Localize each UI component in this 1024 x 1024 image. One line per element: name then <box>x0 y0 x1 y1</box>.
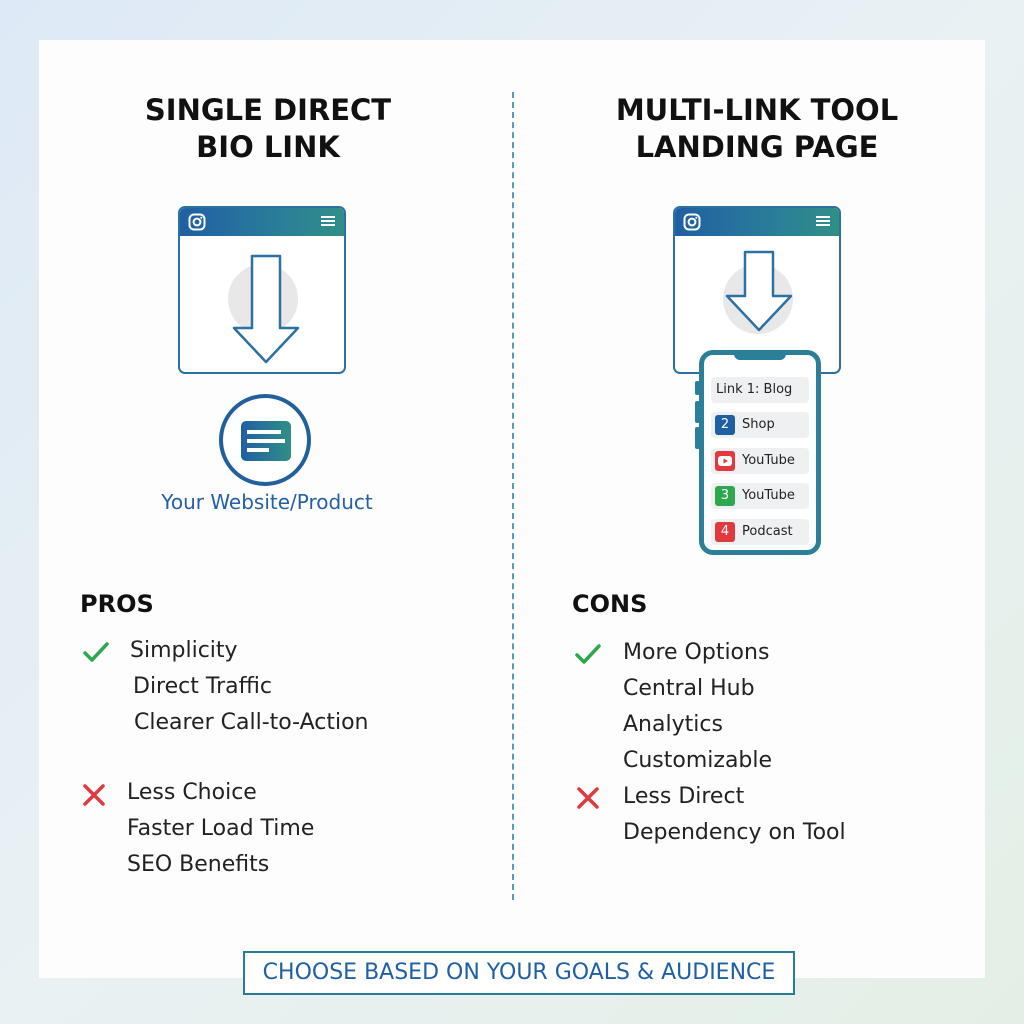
instagram-icon <box>188 213 206 231</box>
link-number-badge: 4 <box>715 522 735 542</box>
link-number-badge: 2 <box>715 415 735 435</box>
phone-side-button <box>695 427 700 449</box>
profile-header-bar <box>675 208 839 236</box>
pros-heading: PROS <box>80 590 154 618</box>
website-card-icon <box>241 421 291 461</box>
down-arrow-icon <box>725 250 793 332</box>
choose-cta-banner: CHOOSE BASED ON YOUR GOALS & AUDIENCE <box>243 951 795 995</box>
pro-item: Clearer Call-to-Action <box>134 710 369 735</box>
pro-item: More Options <box>623 640 770 665</box>
con-item: Faster Load Time <box>127 816 315 841</box>
link-item-youtube[interactable]: YouTube <box>711 448 809 474</box>
phone-side-button <box>695 381 700 395</box>
right-title: MULTI-LINK TOOL LANDING PAGE <box>577 92 937 166</box>
pro-item: Simplicity <box>130 638 238 663</box>
con-item: Dependency on Tool <box>623 820 846 845</box>
left-title: SINGLE DIRECT BIO LINK <box>88 92 448 166</box>
link-label: Shop <box>742 417 775 432</box>
right-profile-window <box>673 206 841 374</box>
phone-notch <box>734 352 786 360</box>
cons-heading: CONS <box>572 590 648 618</box>
link-number-badge: 3 <box>715 486 735 506</box>
website-target-circle <box>219 394 311 486</box>
check-icon <box>575 644 601 664</box>
con-item: SEO Benefits <box>127 852 270 877</box>
phone-link-list: Link 1: Blog 2 Shop YouTube 3 YouTube 4 … <box>695 350 821 555</box>
link-label: YouTube <box>742 453 795 468</box>
link-label: Podcast <box>742 524 793 539</box>
left-title-line1: SINGLE DIRECT <box>144 93 392 127</box>
youtube-play-icon <box>715 451 735 471</box>
phone-side-button <box>695 401 700 423</box>
right-title-line2: LANDING PAGE <box>635 130 879 164</box>
con-item: Less Choice <box>127 780 257 805</box>
link-item-podcast[interactable]: 4 Podcast <box>711 519 809 545</box>
pro-item: Analytics <box>623 712 723 737</box>
left-title-line2: BIO LINK <box>196 130 340 164</box>
cross-icon <box>83 784 105 806</box>
profile-header-bar <box>180 208 344 236</box>
left-profile-window <box>178 206 346 374</box>
down-arrow-icon <box>232 254 300 364</box>
con-item: Less Direct <box>623 784 745 809</box>
hamburger-menu-icon <box>816 216 830 226</box>
instagram-icon <box>683 213 701 231</box>
column-divider <box>512 92 514 900</box>
link-item-youtube-2[interactable]: 3 YouTube <box>711 483 809 509</box>
cross-icon <box>577 787 599 809</box>
website-product-label: Your Website/Product <box>161 490 373 514</box>
link-label: Link 1: Blog <box>716 382 793 397</box>
link-label: YouTube <box>742 488 795 503</box>
right-title-line1: MULTI-LINK TOOL <box>615 93 899 127</box>
link-item-blog[interactable]: Link 1: Blog <box>711 377 809 403</box>
pro-item: Customizable <box>623 748 773 773</box>
pro-item: Central Hub <box>623 676 755 701</box>
pro-item: Direct Traffic <box>133 674 272 699</box>
link-item-shop[interactable]: 2 Shop <box>711 412 809 438</box>
check-icon <box>83 642 109 662</box>
hamburger-menu-icon <box>321 216 335 226</box>
